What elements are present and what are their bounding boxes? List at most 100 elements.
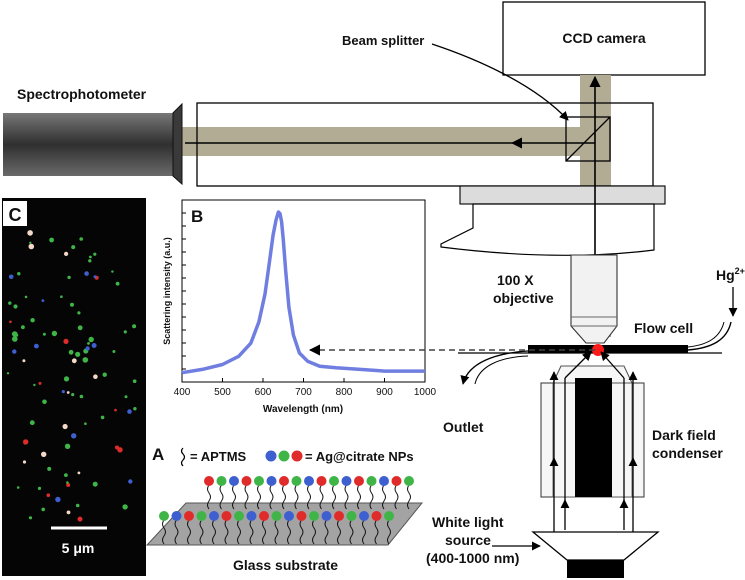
scattering-spot xyxy=(37,486,42,490)
chart-ylabel: Scattering intensity (a.u.) xyxy=(162,237,172,345)
aptms-linker xyxy=(312,519,316,545)
chart-xlabel: Wavelength (nm) xyxy=(263,404,343,415)
darkfield-image xyxy=(2,198,146,576)
ag-nanoparticle xyxy=(296,511,307,521)
scattering-spot xyxy=(122,504,128,510)
scattering-spot xyxy=(42,332,46,336)
scattering-spot xyxy=(66,481,69,484)
scattering-spot xyxy=(128,479,133,484)
np-legend-icon xyxy=(265,450,303,462)
scattering-spot xyxy=(41,299,45,302)
illumination-rays xyxy=(549,351,638,532)
scattering-spot xyxy=(6,372,10,375)
scattering-spot xyxy=(68,349,74,355)
panel-b-letter: B xyxy=(191,207,203,226)
ag-nanoparticle xyxy=(334,511,344,521)
x-tick-label: 700 xyxy=(295,387,312,398)
ag-nanoparticle xyxy=(171,511,182,521)
scattering-spot xyxy=(12,349,17,354)
aptms-linker xyxy=(382,484,386,510)
objective-label-line2: objective xyxy=(493,290,554,306)
x-tick-label: 500 xyxy=(214,387,231,398)
aptms-linker xyxy=(232,484,236,510)
scattering-spot xyxy=(63,338,69,344)
scattering-spot xyxy=(47,466,52,471)
aptms-linker xyxy=(407,484,411,510)
scattering-spot xyxy=(66,483,71,487)
ag-nanoparticle xyxy=(221,511,232,521)
outlet-tube-inner xyxy=(474,355,529,385)
scattering-spot xyxy=(93,374,98,380)
chart-y-ticks xyxy=(182,212,186,370)
ag-nanoparticle xyxy=(316,476,327,486)
objective-turret xyxy=(440,203,655,256)
microscope-housing xyxy=(196,102,654,187)
scattering-spot xyxy=(84,422,87,426)
scattering-spot xyxy=(61,390,65,394)
panel-c-letter-box xyxy=(3,201,27,226)
scattering-spot xyxy=(71,433,77,439)
beam-splitter-pointer xyxy=(431,43,569,121)
scattering-spot xyxy=(67,275,71,280)
aptms-linker xyxy=(249,519,254,545)
white-light-line2: source xyxy=(445,532,491,548)
aptms-linker xyxy=(307,484,311,510)
scattering-spot xyxy=(124,395,128,399)
scattering-spot xyxy=(111,270,114,273)
scattering-spot xyxy=(28,243,35,250)
hg-label: Hg2+ xyxy=(716,266,745,283)
aptms-linker xyxy=(199,519,204,545)
aptms-linker xyxy=(262,519,266,545)
scattering-spot xyxy=(55,496,61,503)
scattering-spot xyxy=(28,516,33,520)
scattering-spot xyxy=(93,275,97,279)
scattering-spot xyxy=(51,330,58,337)
scattering-spot xyxy=(100,415,105,420)
scattering-spot xyxy=(64,443,71,449)
aptms-linker xyxy=(324,519,329,545)
beam-splitter-label: Beam splitter xyxy=(342,33,424,48)
ag-nanoparticle xyxy=(309,511,319,521)
ag-nanoparticle xyxy=(266,476,277,486)
spectrum-line xyxy=(181,210,425,375)
ag-nanoparticle xyxy=(359,511,369,521)
scattering-spot xyxy=(29,241,32,244)
scattering-spot xyxy=(63,376,70,382)
scattering-spectrum-chart: B Wavelength (nm) Scattering intensity (… xyxy=(162,199,437,415)
scattering-spot xyxy=(92,481,98,487)
flow-cell xyxy=(528,345,688,353)
outlet-label: Outlet xyxy=(443,419,484,435)
aptms-linker xyxy=(257,484,261,510)
inlet-tube xyxy=(687,321,732,351)
scattering-spot xyxy=(77,471,81,475)
scattering-spot xyxy=(49,237,54,243)
darkfield-spots xyxy=(6,230,137,522)
spectrophotometer-label: Spectrophotometer xyxy=(17,86,147,102)
scattering-spot xyxy=(102,372,107,377)
aptms-linker xyxy=(162,519,166,545)
scattering-spot xyxy=(13,304,18,309)
ag-nanoparticle xyxy=(354,476,364,486)
aptms-legend-icon xyxy=(180,447,186,467)
aptms-linker xyxy=(212,519,216,545)
scattering-spot xyxy=(38,381,42,385)
scattering-spot xyxy=(22,460,27,464)
scattering-spot xyxy=(71,393,75,397)
aptms-linker xyxy=(337,519,341,545)
ag-nanoparticle xyxy=(259,511,269,521)
aptms-linker xyxy=(207,484,211,510)
scattering-spot xyxy=(27,230,33,236)
ccd-camera xyxy=(502,1,706,76)
ag-nanoparticle xyxy=(246,511,257,521)
aptms-linker xyxy=(269,484,274,510)
scattering-spot xyxy=(41,507,45,512)
ag-nanoparticle xyxy=(209,511,219,521)
scattering-spot xyxy=(16,486,20,489)
scattering-spot xyxy=(8,274,14,280)
panel-c-letter: C xyxy=(9,205,22,225)
aptms-linker xyxy=(219,484,224,510)
ag-nanoparticle xyxy=(371,511,382,521)
ag-nanoparticle xyxy=(184,511,194,521)
